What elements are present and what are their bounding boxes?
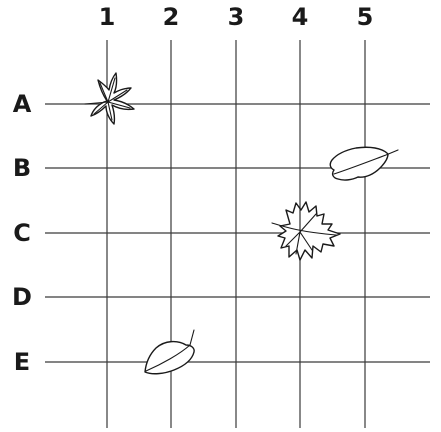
column-label-3: 3 <box>228 3 245 31</box>
horizontal-grid-lines <box>45 104 430 362</box>
maple-leaf-icon <box>272 202 340 260</box>
rounded-leaf-icon <box>145 330 194 374</box>
row-label-e: E <box>14 348 30 376</box>
column-labels: 1 2 3 4 5 <box>99 3 374 31</box>
row-label-a: A <box>13 90 32 118</box>
column-label-4: 4 <box>292 3 309 31</box>
row-label-c: C <box>13 219 31 247</box>
column-label-5: 5 <box>357 3 374 31</box>
column-label-1: 1 <box>99 3 116 31</box>
row-labels: A B C D E <box>12 90 32 376</box>
row-label-d: D <box>12 283 32 311</box>
column-label-2: 2 <box>163 3 180 31</box>
star-shaped-leaf-icon <box>85 73 134 124</box>
oval-leaf-icon <box>330 147 398 180</box>
row-label-b: B <box>13 154 31 182</box>
